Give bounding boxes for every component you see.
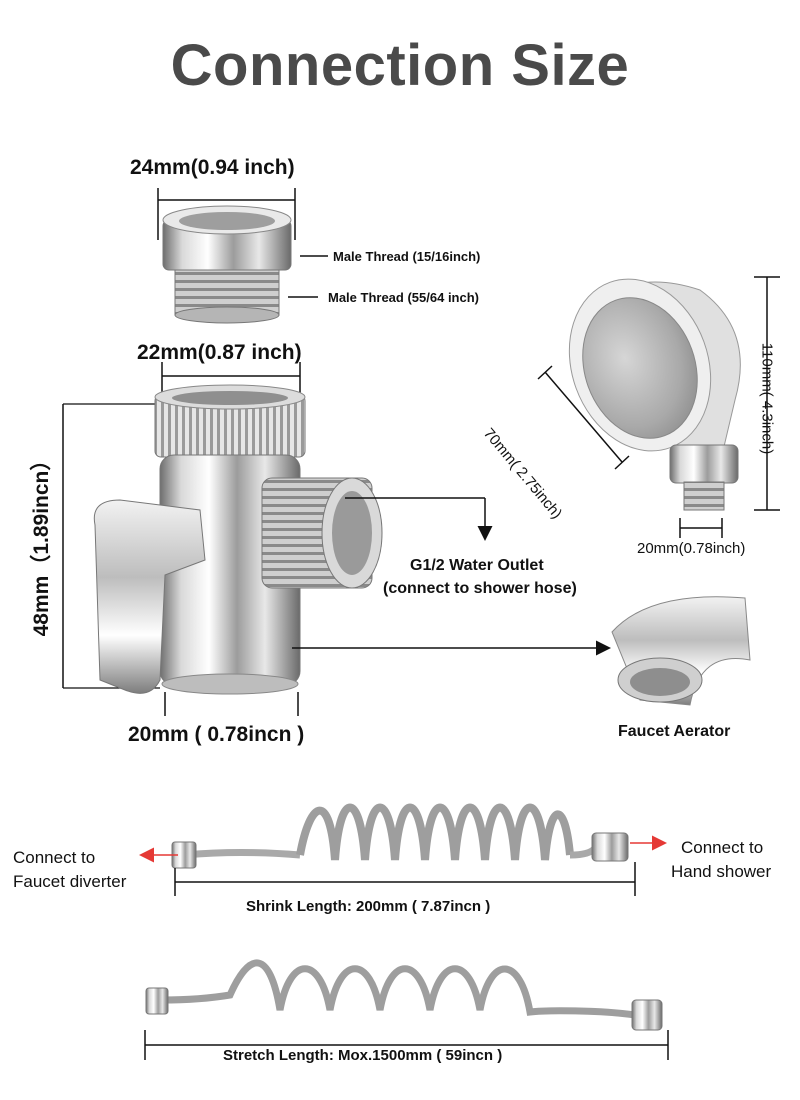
adapter-illustration bbox=[157, 188, 328, 324]
outlet-label-line2: (connect to shower hose) bbox=[383, 580, 577, 597]
diverter-height-label: 48mm（1.89incn） bbox=[30, 449, 53, 637]
hose-right-label-line1: Connect to bbox=[681, 838, 764, 857]
shrink-length-label: Shrink Length: 200mm ( 7.87incn ) bbox=[246, 898, 491, 915]
adapter-thread-bottom-label: Male Thread (55/64 inch) bbox=[328, 290, 479, 305]
shower-head-illustration bbox=[537, 276, 780, 538]
shower-base-label: 20mm(0.78inch) bbox=[637, 540, 746, 557]
aerator-label: Faucet Aerator bbox=[618, 723, 731, 740]
aerator-illustration bbox=[611, 596, 751, 706]
adapter-width-label: 24mm(0.94 inch) bbox=[130, 156, 295, 179]
diverter-illustration bbox=[62, 362, 611, 716]
shower-height-label: 110mm( 4.3inch) bbox=[758, 342, 776, 455]
hose-left-label-line2: Faucet diverter bbox=[13, 872, 127, 891]
stretch-length-label: Stretch Length: Mox.1500mm ( 59incn ) bbox=[223, 1047, 503, 1064]
shrunk-hose-illustration bbox=[139, 803, 667, 896]
page-title: Connection Size bbox=[170, 33, 630, 98]
stretched-hose-illustration bbox=[144, 959, 669, 1060]
diverter-top-label: 22mm(0.87 inch) bbox=[137, 341, 302, 364]
outlet-label-line1: G1/2 Water Outlet bbox=[410, 557, 544, 574]
hose-left-label-line1: Connect to bbox=[13, 848, 96, 867]
hose-right-label-line2: Hand shower bbox=[671, 862, 772, 881]
adapter-thread-top-label: Male Thread (15/16inch) bbox=[333, 249, 481, 264]
diverter-bottom-label: 20mm ( 0.78incn ) bbox=[128, 723, 305, 746]
